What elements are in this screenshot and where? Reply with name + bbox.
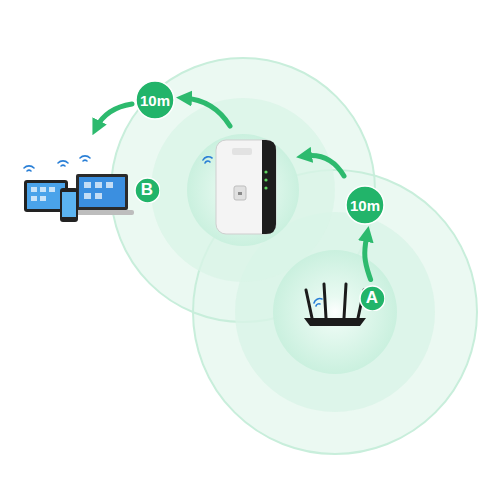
signal-rings — [111, 58, 477, 454]
flow-arrow — [96, 98, 344, 176]
repeater — [216, 140, 276, 234]
point-badge: B — [134, 177, 161, 204]
badge-text: 10m — [140, 93, 170, 108]
badge-text: 10m — [350, 198, 380, 213]
distance-badge: 10m — [135, 80, 175, 120]
point-badge: A — [359, 285, 386, 312]
router — [304, 284, 366, 326]
wifi-icon — [24, 156, 322, 306]
badge-text: B — [141, 181, 153, 198]
flow-arrow — [365, 234, 371, 280]
badge-text: A — [366, 289, 378, 306]
badge-fill — [346, 186, 384, 224]
badge-fill — [359, 285, 384, 310]
badge-fill — [134, 177, 159, 202]
client-devices — [24, 174, 134, 222]
distance-badge: 10m — [345, 185, 385, 225]
badge-fill — [136, 81, 174, 119]
